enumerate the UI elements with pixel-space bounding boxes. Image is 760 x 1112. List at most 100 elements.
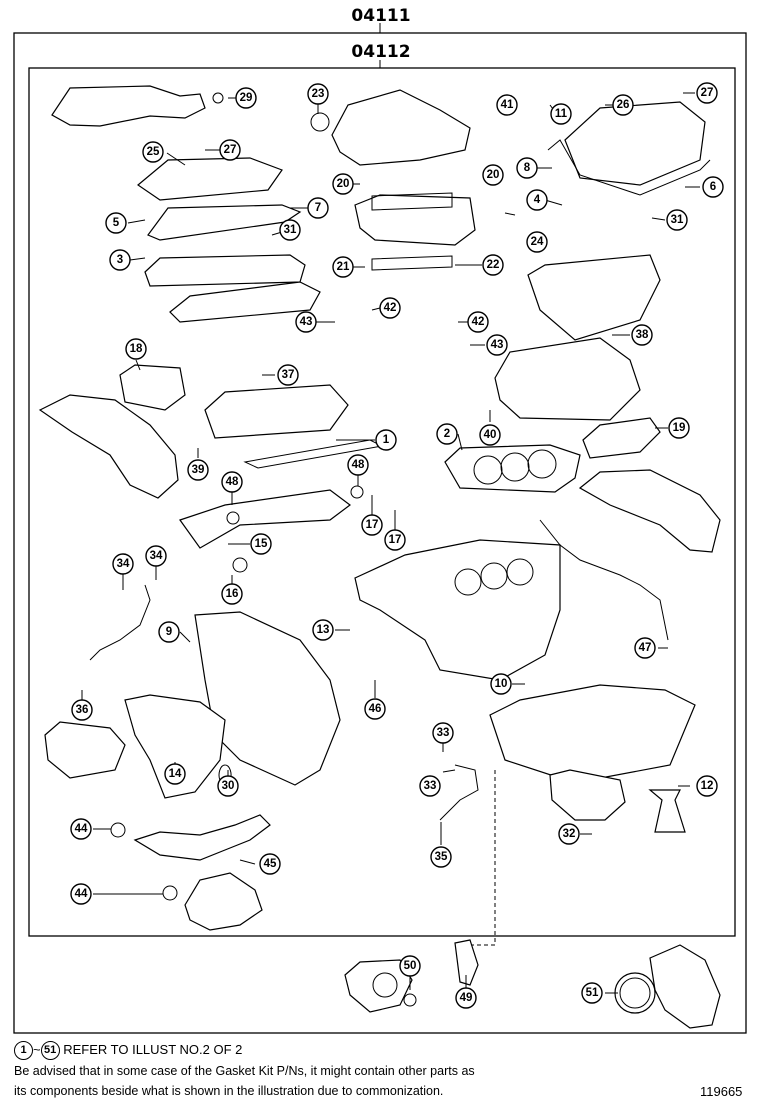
callout-50: 50 — [399, 955, 421, 977]
svg-text:17: 17 — [366, 519, 379, 531]
svg-text:43: 43 — [300, 316, 313, 328]
callout-2: 2 — [436, 423, 458, 445]
callout-6: 6 — [702, 176, 724, 198]
callout-32: 32 — [558, 823, 580, 845]
callout-18: 18 — [125, 338, 147, 360]
svg-text:24: 24 — [531, 236, 544, 248]
callout-30: 30 — [217, 775, 239, 797]
range-separator: ~ — [33, 1041, 41, 1057]
svg-text:1: 1 — [383, 434, 390, 446]
illustration-number: 119665 — [700, 1084, 743, 1099]
svg-text:13: 13 — [317, 624, 330, 636]
svg-text:3: 3 — [117, 254, 123, 266]
callout-43: 43 — [295, 311, 317, 333]
svg-text:29: 29 — [240, 92, 253, 104]
svg-text:21: 21 — [337, 261, 350, 273]
range-end-callout: 51 — [40, 1041, 60, 1060]
callout-4: 4 — [526, 189, 548, 211]
svg-text:23: 23 — [312, 88, 325, 100]
svg-text:51: 51 — [586, 987, 599, 999]
footnote-line-1: Be advised that in some case of the Gask… — [14, 1064, 475, 1078]
callout-10: 10 — [490, 673, 512, 695]
callout-23: 23 — [307, 83, 329, 105]
callout-49: 49 — [455, 987, 477, 1009]
svg-text:33: 33 — [437, 727, 450, 739]
footnote-line-2: its components beside what is shown in t… — [14, 1084, 444, 1098]
svg-text:41: 41 — [501, 99, 514, 111]
callout-35: 35 — [430, 846, 452, 868]
svg-text:43: 43 — [491, 339, 504, 351]
svg-text:17: 17 — [389, 534, 402, 546]
svg-text:27: 27 — [701, 87, 714, 99]
inner-kit-frame — [28, 67, 736, 937]
callout-1: 1 — [375, 429, 397, 451]
svg-text:42: 42 — [384, 302, 397, 314]
callout-41: 41 — [496, 94, 518, 116]
svg-text:37: 37 — [282, 369, 295, 381]
callout-37: 37 — [277, 364, 299, 386]
svg-text:2: 2 — [444, 428, 450, 440]
svg-text:19: 19 — [673, 422, 686, 434]
svg-text:36: 36 — [76, 704, 89, 716]
range-start-callout: 1 — [14, 1041, 33, 1060]
svg-text:35: 35 — [435, 851, 448, 863]
callout-21: 21 — [332, 256, 354, 278]
callout-22: 22 — [482, 254, 504, 276]
callout-12: 12 — [696, 775, 718, 797]
callout-17b: 17 — [384, 529, 406, 551]
callout-45: 45 — [259, 853, 281, 875]
svg-text:4: 4 — [534, 194, 541, 206]
callout-27: 27 — [219, 139, 241, 161]
callout-24: 24 — [526, 231, 548, 253]
svg-text:46: 46 — [369, 703, 382, 715]
svg-text:8: 8 — [524, 162, 531, 174]
svg-text:34: 34 — [150, 550, 163, 562]
part-drawings — [38, 85, 721, 1029]
callout-43b: 43 — [486, 334, 508, 356]
callout-27b: 27 — [696, 82, 718, 104]
callout-25: 25 — [142, 141, 164, 163]
callout-7: 7 — [307, 197, 329, 219]
callout-19: 19 — [668, 417, 690, 439]
callout-34: 34 — [112, 553, 134, 575]
inner-kit-part-number: 04112 — [351, 42, 410, 62]
svg-text:47: 47 — [639, 642, 652, 654]
svg-text:25: 25 — [147, 146, 160, 158]
callout-16: 16 — [221, 583, 243, 605]
callout-9: 9 — [158, 621, 180, 643]
svg-text:42: 42 — [472, 316, 485, 328]
svg-text:10: 10 — [495, 678, 508, 690]
callout-3: 3 — [109, 249, 131, 271]
svg-text:38: 38 — [636, 329, 649, 341]
svg-text:34: 34 — [117, 558, 130, 570]
callout-11: 11 — [550, 103, 572, 125]
callout-33b: 33 — [419, 775, 441, 797]
footnote-refer: 1~51 REFER TO ILLUST NO.2 OF 2 — [14, 1041, 242, 1060]
callout-51: 51 — [581, 982, 603, 1004]
callout-17: 17 — [361, 514, 383, 536]
callout-14: 14 — [164, 763, 186, 785]
svg-text:12: 12 — [701, 780, 714, 792]
svg-text:7: 7 — [315, 202, 321, 214]
svg-text:30: 30 — [222, 780, 235, 792]
callout-20b: 20 — [482, 164, 504, 186]
svg-text:22: 22 — [487, 259, 500, 271]
callout-47: 47 — [634, 637, 656, 659]
svg-text:14: 14 — [169, 768, 182, 780]
refer-text: REFER TO ILLUST NO.2 OF 2 — [63, 1041, 243, 1057]
callout-13: 13 — [312, 619, 334, 641]
svg-text:9: 9 — [166, 626, 172, 638]
svg-text:45: 45 — [264, 858, 277, 870]
svg-text:11: 11 — [555, 108, 568, 120]
svg-text:50: 50 — [404, 960, 417, 972]
callout-34b: 34 — [145, 545, 167, 567]
callout-39: 39 — [187, 459, 209, 481]
callouts: 1 2 3 4 5 6 7 8 9 10 11 12 13 14 15 16 1… — [70, 82, 724, 1009]
callout-20: 20 — [332, 173, 354, 195]
callout-42b: 42 — [467, 311, 489, 333]
callout-42: 42 — [379, 297, 401, 319]
svg-text:31: 31 — [284, 224, 297, 236]
svg-text:15: 15 — [255, 538, 268, 550]
svg-text:26: 26 — [617, 99, 630, 111]
callout-33: 33 — [432, 722, 454, 744]
